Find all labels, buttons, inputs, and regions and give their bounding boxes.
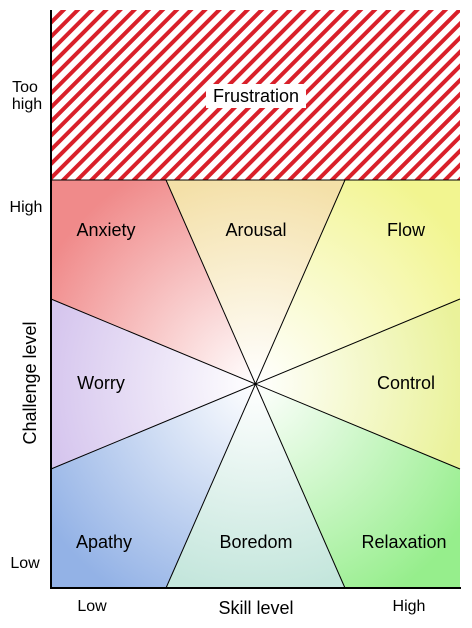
arousal-region xyxy=(166,180,345,384)
divider-line xyxy=(50,298,461,470)
arousal-label: Arousal xyxy=(225,220,286,240)
worry-region xyxy=(51,299,256,469)
y-tick-too-high-line2: high xyxy=(12,96,42,113)
apathy-region xyxy=(51,384,256,588)
frustration-label: Frustration xyxy=(213,86,299,106)
relaxation-region xyxy=(256,384,460,588)
anxiety-label: Anxiety xyxy=(76,220,135,240)
flow-region xyxy=(256,180,460,384)
boredom-region xyxy=(166,384,345,588)
control-region xyxy=(256,299,460,469)
relaxation-label: Relaxation xyxy=(361,532,446,552)
worry-label: Worry xyxy=(77,373,125,393)
boredom-label: Boredom xyxy=(219,532,292,552)
x-tick-high: High xyxy=(393,598,426,615)
y-tick-high: High xyxy=(10,199,43,216)
apathy-label: Apathy xyxy=(76,532,132,552)
y-tick-too-high-line1: Too xyxy=(12,79,38,96)
control-label: Control xyxy=(377,373,435,393)
anxiety-region xyxy=(51,180,256,384)
frustration-label-box xyxy=(206,84,306,108)
flow-label: Flow xyxy=(387,220,426,240)
y-axis-title: Challenge level xyxy=(20,321,40,444)
sector-dividers xyxy=(50,179,461,589)
y-tick-low: Low xyxy=(10,555,40,572)
x-axis-title: Skill level xyxy=(218,598,293,618)
x-tick-low: Low xyxy=(77,598,107,615)
